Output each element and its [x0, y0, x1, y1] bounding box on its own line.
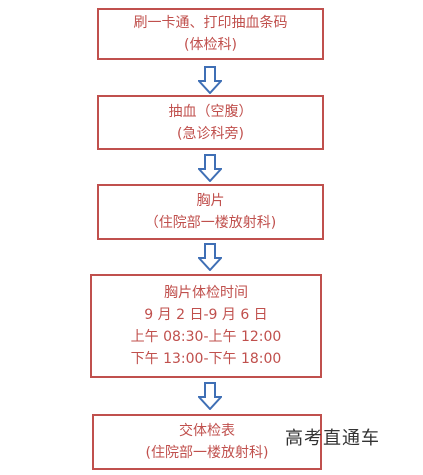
step-3-location: （住院部一楼放射科)	[144, 215, 277, 231]
step-3-box: 胸片 （住院部一楼放射科)	[97, 184, 324, 240]
step-2-location: (急诊科旁)	[177, 125, 244, 142]
down-arrow-icon	[198, 154, 222, 182]
step-1-box: 刷一卡通、打印抽血条码 (体检科)	[97, 8, 324, 60]
step-4-box: 胸片体检时间 9 月 2 日-9 月 6 日 上午 08:30-上午 12:00…	[90, 274, 322, 378]
down-arrow-icon	[198, 66, 222, 94]
watermark-text: 高考直通车	[285, 428, 380, 449]
step-4-title: 胸片体检时间	[164, 285, 248, 301]
step-1-location: (体检科)	[184, 37, 237, 53]
step-5-box: 交体检表 (住院部一楼放射科)	[92, 414, 322, 470]
step-5-title: 交体检表	[179, 423, 235, 439]
step-4-morning-hours: 上午 08:30-上午 12:00	[130, 329, 282, 345]
step-4-date-range: 9 月 2 日-9 月 6 日	[144, 307, 268, 323]
down-arrow-icon	[198, 243, 222, 271]
step-3-title: 胸片	[196, 193, 225, 209]
step-5-location: (住院部一楼放射科)	[145, 445, 269, 461]
down-arrow-icon	[198, 382, 222, 410]
step-4-afternoon-hours: 下午 13:00-下午 18:00	[130, 351, 282, 367]
step-2-title: 抽血（空腹）	[168, 103, 253, 120]
step-2-box: 抽血（空腹） (急诊科旁)	[97, 95, 324, 150]
step-1-title: 刷一卡通、打印抽血条码	[133, 15, 288, 31]
